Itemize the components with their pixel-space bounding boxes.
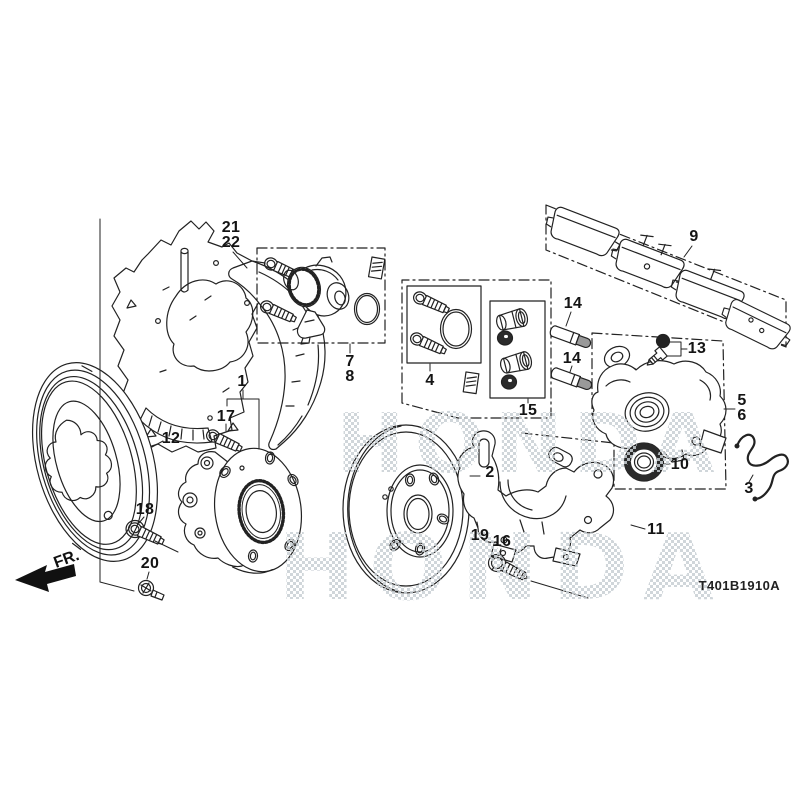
- leader-lines: [99, 218, 754, 599]
- fr-label: FR.: [52, 547, 82, 572]
- callout-14a: 14: [563, 295, 583, 312]
- callout-17: 17: [216, 408, 236, 425]
- callout-14b: 14: [562, 350, 582, 367]
- kit-box-7-8: [256, 247, 386, 344]
- brake-pad: [716, 295, 797, 356]
- callout-1: 1: [237, 373, 247, 390]
- caliper-dash-box: [521, 332, 727, 490]
- pad-retainer-spring-3: [734, 433, 789, 502]
- callout-22: 22: [221, 234, 241, 251]
- flange-bolt-18: [125, 519, 167, 549]
- screw-20: [137, 579, 165, 601]
- piston-seal-kit-4: [406, 285, 482, 364]
- o-ring-seal: [353, 292, 381, 326]
- bleed-screw-13: [646, 333, 671, 366]
- fr-arrow-icon: [15, 564, 76, 592]
- callout-18: 18: [135, 501, 155, 518]
- brake-disc-2: [342, 424, 470, 594]
- callout-13: 13: [687, 340, 707, 357]
- epb-actuator-kit-7-8: [256, 247, 386, 345]
- callout-2: 2: [485, 464, 495, 481]
- grease-tag-icon: [367, 256, 386, 280]
- actuator-motor: [283, 256, 350, 345]
- piston-boot-10: [623, 442, 665, 482]
- callout-8: 8: [345, 368, 355, 385]
- callout-9: 9: [689, 228, 699, 245]
- callout-19: 19: [470, 527, 490, 544]
- brake-pad: [606, 234, 691, 294]
- flange-bolt-16: [487, 553, 529, 581]
- brake-pad: [666, 266, 751, 325]
- caliper-bracket-11: [457, 430, 615, 567]
- hub-bearing-unit-1: [177, 447, 303, 574]
- grease-tag-icon: [462, 371, 480, 395]
- callout-15: 15: [518, 402, 538, 419]
- callout-11: 11: [647, 521, 665, 538]
- callout-4: 4: [425, 372, 435, 389]
- slide-pin-14b: [549, 366, 594, 393]
- splash-guard-12: [31, 362, 159, 562]
- brake-pad-set-9: [541, 203, 797, 356]
- brake-caliper-5-6: [591, 345, 727, 463]
- pin-boot-kit-15: [489, 300, 546, 399]
- callout-21: 21: [221, 219, 241, 236]
- callout-3: 3: [744, 480, 754, 497]
- fr-direction-arrow: FR.: [15, 547, 82, 592]
- callout-12: 12: [161, 430, 181, 447]
- callout-10: 10: [670, 456, 690, 473]
- kit-outer-box: [401, 279, 552, 419]
- callout-16: 16: [492, 533, 512, 550]
- callout-5: 5: [737, 392, 747, 409]
- pad-set-box: [545, 204, 787, 348]
- callout-7: 7: [345, 353, 355, 370]
- slide-pin-14a: [548, 324, 593, 351]
- callout-20: 20: [140, 555, 160, 572]
- callout-6: 6: [737, 407, 747, 424]
- diagram-code: T401B1910A: [698, 578, 780, 593]
